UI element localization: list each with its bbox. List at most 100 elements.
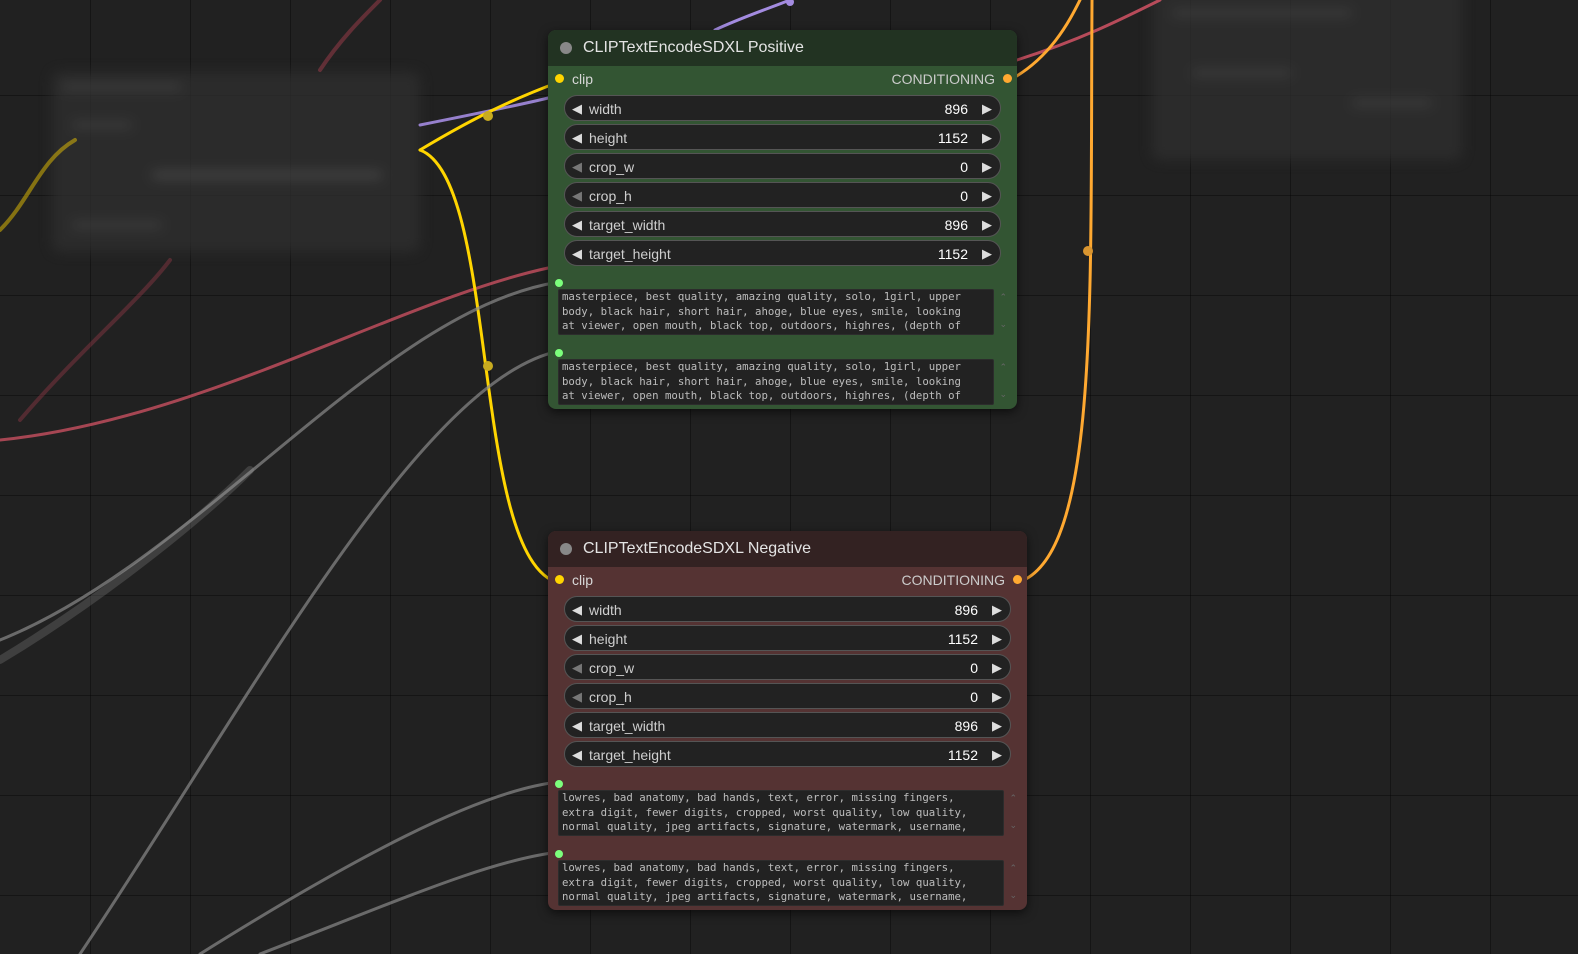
widget-value[interactable]: 0: [970, 689, 978, 705]
decrement-icon[interactable]: ◀: [572, 689, 582, 704]
text-l-block: lowres, bad anatomy, bad hands, text, er…: [548, 849, 1027, 919]
background-node-left: [52, 72, 420, 252]
chevron-down-icon[interactable]: ⌄: [1009, 820, 1017, 830]
clip-input-label: clip: [572, 572, 594, 588]
target-height-widget[interactable]: ◀ target_height 1152 ▶: [564, 240, 1001, 266]
text-g-textarea[interactable]: masterpiece, best quality, amazing quali…: [558, 289, 994, 335]
red-link-wire-top: [1015, 0, 1162, 62]
widget-value[interactable]: 1152: [947, 747, 978, 763]
text-l-block: masterpiece, best quality, amazing quali…: [548, 348, 1017, 418]
decrement-icon[interactable]: ◀: [572, 602, 582, 617]
text-l-textarea[interactable]: masterpiece, best quality, amazing quali…: [558, 359, 994, 405]
increment-icon[interactable]: ▶: [992, 718, 1002, 733]
text-g-block: masterpiece, best quality, amazing quali…: [548, 278, 1017, 348]
widget-label: target_height: [589, 246, 671, 262]
decrement-icon[interactable]: ◀: [572, 217, 582, 232]
increment-icon[interactable]: ▶: [982, 246, 992, 261]
clip-link-wire-bg: [0, 138, 77, 232]
text-g-input-slot[interactable]: [555, 279, 563, 287]
reroute-dot: [786, 0, 794, 6]
widget-value[interactable]: 896: [944, 217, 968, 233]
decrement-icon[interactable]: ◀: [572, 101, 582, 116]
increment-icon[interactable]: ▶: [982, 188, 992, 203]
increment-icon[interactable]: ▶: [982, 217, 992, 232]
crop-w-widget[interactable]: ◀ crop_w 0 ▶: [564, 153, 1001, 179]
widget-label: target_width: [589, 217, 666, 233]
increment-icon[interactable]: ▶: [992, 689, 1002, 704]
red-link-wire-bg-2: [18, 258, 172, 422]
node-title-bar[interactable]: CLIPTextEncodeSDXL Negative: [548, 531, 1027, 567]
widget-label: target_height: [589, 747, 671, 763]
conditioning-output-slot[interactable]: [1003, 74, 1012, 83]
height-widget[interactable]: ◀ height 1152 ▶: [564, 625, 1011, 651]
widget-value[interactable]: 896: [944, 101, 968, 117]
increment-icon[interactable]: ▶: [992, 602, 1002, 617]
conditioning-output-label: CONDITIONING: [901, 572, 1005, 588]
widget-label: height: [589, 631, 628, 647]
chevron-down-icon[interactable]: ⌄: [999, 319, 1007, 329]
crop-w-widget[interactable]: ◀ crop_w 0 ▶: [564, 654, 1011, 680]
widget-value[interactable]: 0: [970, 660, 978, 676]
widget-value[interactable]: 896: [954, 718, 978, 734]
increment-icon[interactable]: ▶: [982, 130, 992, 145]
red-link-wire: [0, 266, 550, 442]
text-l-textarea[interactable]: lowres, bad anatomy, bad hands, text, er…: [558, 860, 1004, 906]
decrement-icon[interactable]: ◀: [572, 130, 582, 145]
target-width-widget[interactable]: ◀ target_width 896 ▶: [564, 211, 1001, 237]
decrement-icon[interactable]: ◀: [572, 246, 582, 261]
increment-icon[interactable]: ▶: [992, 747, 1002, 762]
widget-value[interactable]: 0: [960, 159, 968, 175]
chevron-down-icon[interactable]: ⌄: [999, 389, 1007, 399]
node-io-row: clip CONDITIONING: [548, 567, 1027, 593]
conditioning-output-slot[interactable]: [1013, 575, 1022, 584]
clip-input-slot[interactable]: [555, 575, 564, 584]
node-title-bar[interactable]: CLIPTextEncodeSDXL Positive: [548, 30, 1017, 66]
decrement-icon[interactable]: ◀: [572, 631, 582, 646]
decrement-icon[interactable]: ◀: [572, 159, 582, 174]
widget-value[interactable]: 896: [954, 602, 978, 618]
text-l-input-slot[interactable]: [555, 850, 563, 858]
collapse-icon[interactable]: [560, 42, 572, 54]
height-widget[interactable]: ◀ height 1152 ▶: [564, 124, 1001, 150]
widget-value[interactable]: 1152: [937, 130, 968, 146]
decrement-icon[interactable]: ◀: [572, 188, 582, 203]
crop-h-widget[interactable]: ◀ crop_h 0 ▶: [564, 683, 1011, 709]
widget-label: crop_h: [589, 689, 632, 705]
background-node-right: [1152, 0, 1462, 160]
target-width-widget[interactable]: ◀ target_width 896 ▶: [564, 712, 1011, 738]
reroute-dot: [483, 361, 493, 371]
widget-value[interactable]: 1152: [947, 631, 978, 647]
decrement-icon[interactable]: ◀: [572, 718, 582, 733]
purple-link-wire-top: [713, 0, 792, 32]
chevron-up-icon[interactable]: ⌃: [999, 292, 1007, 302]
clip-input-slot[interactable]: [555, 74, 564, 83]
clip-text-encode-sdxl-negative-node[interactable]: CLIPTextEncodeSDXL Negative clip CONDITI…: [548, 531, 1027, 910]
clip-text-encode-sdxl-positive-node[interactable]: CLIPTextEncodeSDXL Positive clip CONDITI…: [548, 30, 1017, 409]
collapse-icon[interactable]: [560, 543, 572, 555]
increment-icon[interactable]: ▶: [982, 101, 992, 116]
decrement-icon[interactable]: ◀: [572, 747, 582, 762]
increment-icon[interactable]: ▶: [992, 660, 1002, 675]
widget-value[interactable]: 1152: [937, 246, 968, 262]
crop-h-widget[interactable]: ◀ crop_h 0 ▶: [564, 182, 1001, 208]
clip-input-label: clip: [572, 71, 594, 87]
chevron-down-icon[interactable]: ⌄: [1009, 890, 1017, 900]
chevron-up-icon[interactable]: ⌃: [1009, 793, 1017, 803]
chevron-up-icon[interactable]: ⌃: [1009, 863, 1017, 873]
widget-value[interactable]: 0: [960, 188, 968, 204]
text-l-input-slot[interactable]: [555, 349, 563, 357]
target-height-widget[interactable]: ◀ target_height 1152 ▶: [564, 741, 1011, 767]
widget-label: width: [589, 602, 622, 618]
string-link-wire-bg: [0, 466, 254, 664]
width-widget[interactable]: ◀ width 896 ▶: [564, 95, 1001, 121]
width-widget[interactable]: ◀ width 896 ▶: [564, 596, 1011, 622]
text-g-input-slot[interactable]: [555, 780, 563, 788]
increment-icon[interactable]: ▶: [982, 159, 992, 174]
chevron-up-icon[interactable]: ⌃: [999, 362, 1007, 372]
increment-icon[interactable]: ▶: [992, 631, 1002, 646]
decrement-icon[interactable]: ◀: [572, 660, 582, 675]
string-link-wire-1: [0, 280, 561, 642]
text-g-textarea[interactable]: lowres, bad anatomy, bad hands, text, er…: [558, 790, 1004, 836]
red-link-wire-bg: [318, 0, 382, 72]
